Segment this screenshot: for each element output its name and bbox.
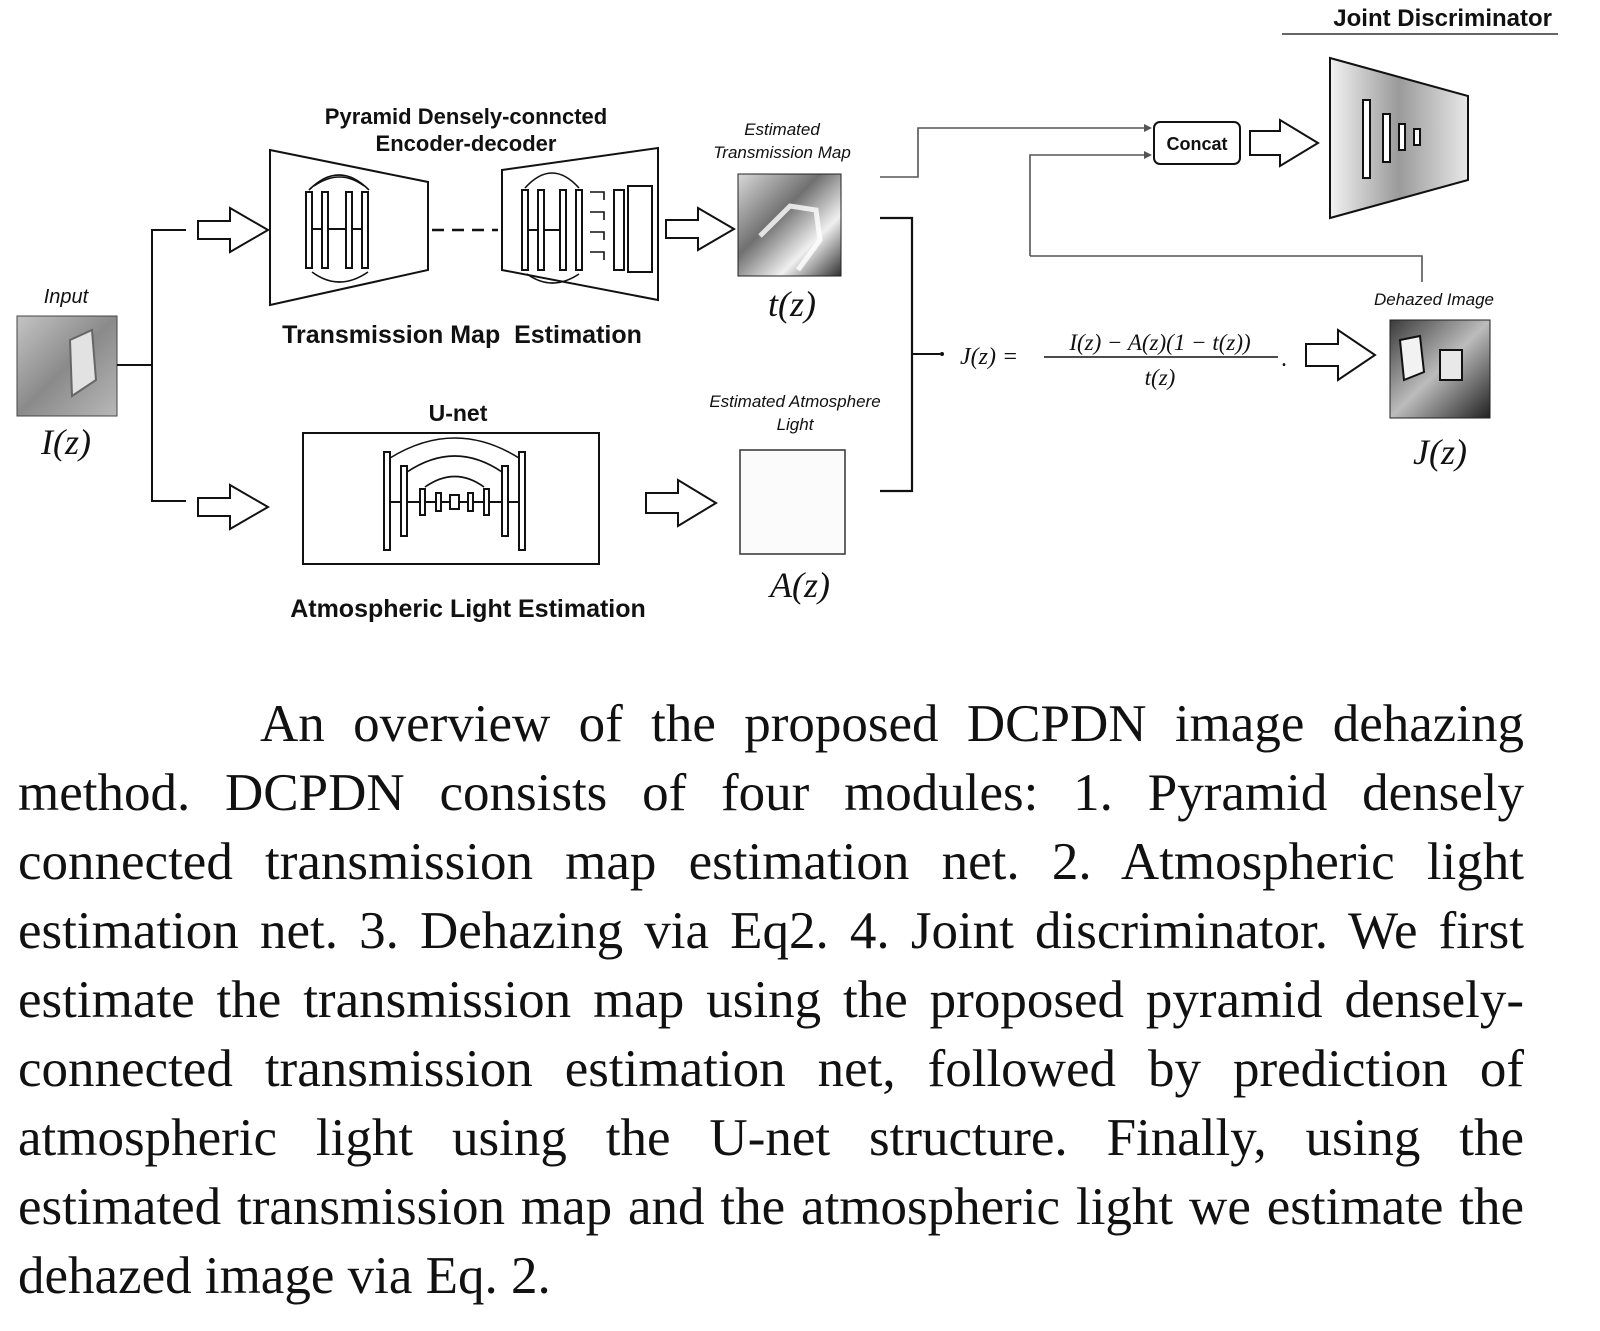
hollow-arrow (1250, 120, 1318, 166)
equation-denominator: t(z) (1145, 365, 1176, 390)
arrow-head (1144, 124, 1152, 132)
hollow-arrow (198, 208, 268, 252)
transmission-map-image (738, 174, 841, 276)
dehazed-image-label: Dehazed Image (1374, 290, 1494, 309)
connector-line (1030, 256, 1422, 282)
hollow-arrow (1306, 330, 1375, 380)
j-of-z-label: J(z) (1413, 432, 1467, 472)
joint-discriminator-label: Joint Discriminator (1333, 5, 1552, 32)
connector-line (152, 230, 186, 501)
atmospheric-light-estimation-label: Atmospheric Light Estimation (290, 595, 646, 623)
estimated-atmo-label-line2: Light (777, 415, 815, 434)
discriminator-layer (1363, 100, 1370, 178)
input-image (17, 316, 117, 416)
equation-period: . (1281, 346, 1287, 372)
equation-numerator: I(z) − A(z)(1 − t(z)) (1068, 330, 1250, 355)
arrow-head (1144, 151, 1152, 159)
t-of-z-label: t(z) (768, 284, 816, 324)
atmospheric-light-image (740, 450, 845, 554)
connector-dot (940, 352, 944, 356)
dehazed-image-detail (1440, 350, 1462, 380)
transmission-map-estimation-label: Transmission Map Estimation (282, 321, 642, 349)
figure-caption: An overview of the proposed DCPDN image … (18, 690, 1524, 1311)
unet-label: U-net (429, 400, 488, 426)
hollow-arrow (646, 480, 716, 526)
estimated-tmap-label-line2: Transmission Map (713, 143, 851, 162)
pyramid-title-line2: Encoder-decoder (376, 131, 557, 156)
connector-line (1030, 155, 1144, 256)
hollow-arrow (198, 485, 268, 529)
i-of-z-label: I(z) (40, 422, 91, 462)
concat-label: Concat (1166, 134, 1227, 154)
discriminator-layer (1383, 114, 1390, 162)
a-of-z-label: A(z) (768, 565, 830, 605)
dcpdn-diagram: Joint Discriminator Concat Pyramid Dense… (0, 0, 1600, 660)
dehazed-image-detail (1400, 336, 1424, 380)
pyramid-title-line1: Pyramid Densely-conncted (325, 104, 607, 129)
discriminator-layer (1414, 129, 1420, 145)
connector-line (880, 218, 912, 491)
connector-line (880, 128, 1144, 177)
equation-lhs: J(z) = (960, 344, 1018, 370)
discriminator-layer (1399, 124, 1405, 150)
estimated-atmo-label-line1: Estimated Atmosphere (709, 392, 880, 411)
input-label: Input (44, 286, 90, 308)
hollow-arrow (666, 208, 734, 250)
estimated-tmap-label-line1: Estimated (744, 120, 820, 139)
